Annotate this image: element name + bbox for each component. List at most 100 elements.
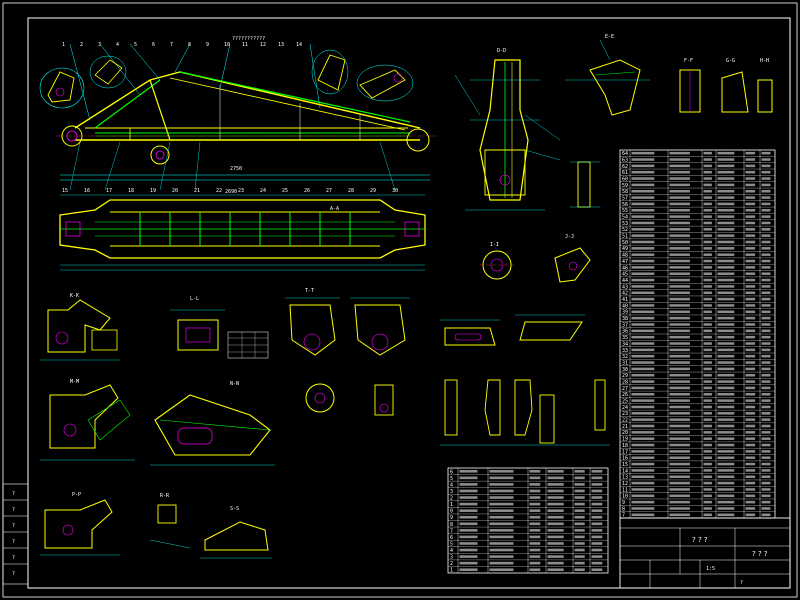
truss-plan-view[interactable]: 2690 A-A [59, 189, 426, 271]
bom-right-cell-text [669, 418, 690, 421]
title-block[interactable]: ? ? ? ? ? ? 1:5 ? [619, 517, 791, 589]
detail-view-top-mid[interactable] [311, 49, 414, 102]
bom-right-cell-text [631, 196, 655, 199]
svg-text:M-M: M-M [70, 379, 79, 385]
bom-right-cell-text [703, 380, 712, 383]
part-number-callout: 26 [304, 188, 310, 194]
bom-right-cell-text [761, 354, 771, 358]
bom-bottom-row-number: 9 [450, 515, 453, 521]
bom-right-cell-text [761, 228, 771, 231]
detail-view-S[interactable]: S-S [200, 506, 272, 559]
bom-right-cell-text [631, 259, 655, 263]
detail-view-P[interactable]: P-P [40, 492, 120, 556]
truss-elevation-view[interactable]: 2750 [55, 43, 440, 191]
detail-view-K[interactable]: K-K [40, 293, 120, 361]
bom-right-cell-text [717, 488, 735, 491]
bom-right-cell-text [745, 151, 756, 155]
bom-right-cell-text [761, 189, 771, 193]
bom-right-cell-text [761, 456, 771, 459]
bom-right-cell-text [703, 240, 712, 244]
bom-right-row-number: 53 [622, 221, 628, 227]
part-number-callout: 16 [84, 188, 90, 194]
bom-bottom-cell-text [459, 489, 478, 493]
bom-bottom-cell-text [489, 509, 514, 512]
detail-view-M[interactable]: M-M [40, 379, 135, 461]
tower-side-view[interactable]: D-D [454, 48, 561, 211]
bom-bottom-cell-text [529, 489, 541, 493]
bom-right-cell-text [761, 431, 771, 434]
bom-right-row-number: 62 [622, 164, 628, 170]
bom-right-cell-text [631, 393, 655, 396]
svg-text:P-P: P-P [72, 492, 81, 498]
bom-right-cell-text [761, 253, 771, 256]
bom-right-cell-text [717, 151, 735, 155]
bom-right-cell-text [703, 424, 712, 428]
bom-bottom-cell-text [547, 555, 564, 558]
detail-view-L[interactable]: L-L [170, 296, 269, 359]
detail-small-plate[interactable] [570, 161, 600, 208]
bom-bottom-row-number: 5 [450, 476, 453, 482]
bom-right-cell-text [745, 342, 756, 345]
bom-right-cell-text [631, 335, 655, 339]
detail-view-top-left[interactable] [39, 55, 127, 109]
bom-bottom-cell-text [529, 542, 541, 545]
bom-bottom-cell-text [529, 529, 541, 532]
detail-view-R[interactable]: R-R [149, 493, 191, 549]
bom-right-cell-text [669, 228, 690, 231]
bom-bottom-cell-text [591, 496, 603, 499]
bom-right-cell-text [717, 424, 735, 428]
bom-table-right[interactable]: 6463626160595857565554535251504948474645… [619, 149, 776, 519]
bom-right-cell-text [717, 373, 735, 377]
bom-right-cell-text [669, 170, 690, 174]
detail-view-N[interactable]: N-N [150, 381, 275, 466]
bom-right-row-number: 44 [622, 278, 628, 284]
bom-right-cell-text [717, 183, 735, 187]
bom-right-cell-text [745, 310, 756, 314]
bom-bottom-cell-text [459, 568, 478, 572]
detail-disc-views[interactable]: I-I J-J [480, 234, 591, 283]
bom-right-cell-text [703, 253, 712, 256]
bom-bottom-row-number: 2 [450, 561, 453, 567]
bom-right-cell-text [631, 234, 655, 237]
detail-vertical-plates[interactable] [440, 379, 610, 446]
bom-right-cell-text [703, 215, 712, 218]
bom-right-row-number: 36 [622, 329, 628, 335]
bom-right-cell-text [761, 450, 771, 453]
bom-right-cell-text [745, 443, 756, 447]
part-number-callout: 25 [282, 188, 288, 194]
svg-text:J-J: J-J [565, 234, 574, 240]
bom-right-cell-text [745, 393, 756, 396]
bom-bottom-cell-text [459, 509, 478, 512]
bom-right-cell-text [631, 329, 655, 333]
bom-right-cell-text [761, 183, 771, 187]
svg-text:E-E: E-E [605, 34, 614, 40]
bom-right-cell-text [669, 456, 690, 459]
bom-right-row-number: 46 [622, 265, 628, 271]
bom-bottom-cell-text [489, 496, 514, 499]
bom-bottom-row-number: 3 [450, 489, 453, 495]
bom-right-row-number: 22 [622, 418, 628, 424]
bom-right-cell-text [703, 418, 712, 421]
bom-right-cell-text [717, 475, 735, 479]
bom-right-cell-text [669, 405, 690, 409]
bom-bottom-cell-text [459, 515, 478, 519]
bom-right-cell-text [703, 500, 712, 504]
bom-right-cell-text [669, 297, 690, 301]
bom-bottom-row-number: 5 [450, 541, 453, 547]
bom-right-row-number: 52 [622, 227, 628, 233]
detail-bracket-top-right[interactable]: E-E F-F G-G H-H [565, 34, 773, 116]
svg-text:R-R: R-R [160, 493, 170, 499]
detail-row-middle[interactable]: T-T [285, 288, 585, 416]
bom-right-cell-text [669, 259, 690, 263]
bom-right-cell-text [631, 348, 655, 352]
bom-right-row-number: 63 [622, 157, 628, 163]
bom-right-cell-text [745, 196, 756, 199]
bom-right-cell-text [745, 189, 756, 193]
bom-right-cell-text [669, 215, 690, 218]
bom-right-cell-text [669, 507, 690, 510]
bom-right-cell-text [631, 500, 655, 504]
bom-right-cell-text [745, 481, 756, 485]
